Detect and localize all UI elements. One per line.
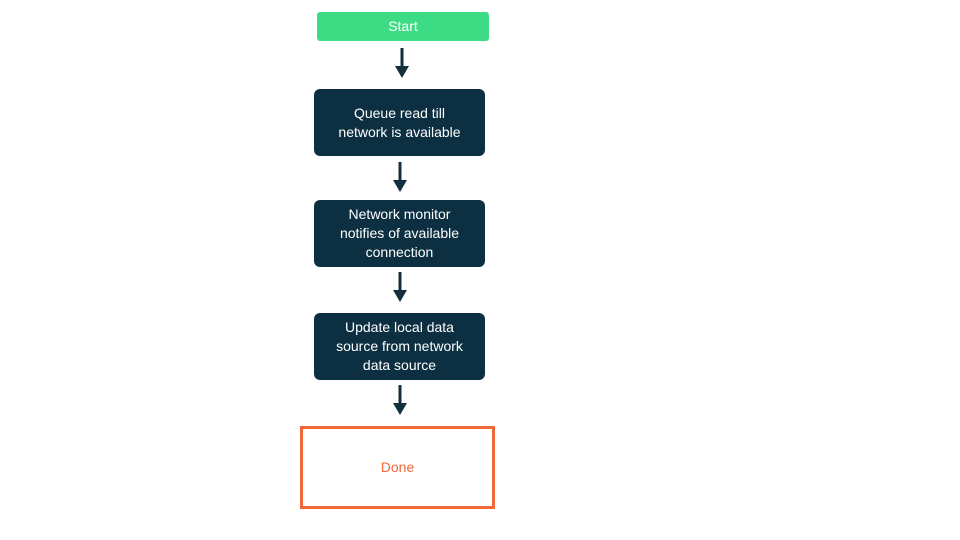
arrow-down-icon — [393, 272, 407, 302]
arrow-down-icon — [393, 385, 407, 415]
flow-node-start-label: Start — [388, 18, 418, 34]
flow-node-network-monitor-label: Network monitor notifies of available co… — [339, 206, 460, 260]
flow-node-queue-read: Queue read till network is available — [314, 89, 485, 156]
arrow-down-icon — [393, 162, 407, 192]
arrow-down-icon — [395, 48, 409, 78]
flow-node-start: Start — [317, 12, 489, 41]
flow-node-update-local-data: Update local data source from network da… — [314, 313, 485, 380]
flow-node-network-monitor: Network monitor notifies of available co… — [314, 200, 485, 267]
flow-node-done: Done — [300, 426, 495, 509]
flow-node-done-label: Done — [380, 459, 415, 475]
flow-node-queue-read-label: Queue read till network is available — [338, 104, 461, 140]
flow-node-update-local-data-label: Update local data source from network da… — [336, 319, 463, 373]
